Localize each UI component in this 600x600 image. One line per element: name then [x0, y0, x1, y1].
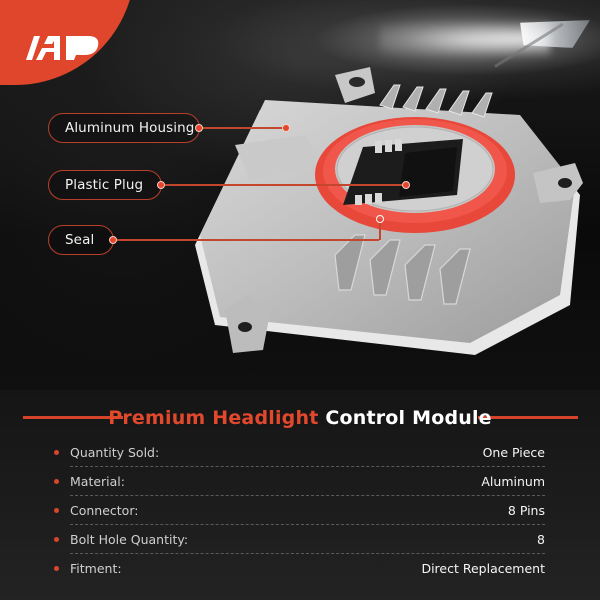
- callout-dot: [157, 181, 165, 189]
- spec-value: One Piece: [482, 444, 545, 460]
- title-accent: Premium Headlight: [108, 407, 319, 429]
- brand-logo-icon: [26, 36, 99, 60]
- bullet-icon: [54, 450, 59, 455]
- section-title: Premium Headlight Control Module: [0, 400, 600, 436]
- callout-target-dot: [402, 181, 410, 189]
- leader-line: [117, 239, 379, 241]
- callout-label: Plastic Plug: [65, 177, 144, 193]
- spec-list: Quantity Sold: One Piece Material: Alumi…: [54, 438, 545, 583]
- spec-row-fitment: Fitment: Direct Replacement: [54, 554, 545, 583]
- spec-row-connector: Connector: 8 Pins: [54, 496, 545, 525]
- spec-label: Bolt Hole Quantity:: [70, 531, 189, 547]
- spec-row-material: Material: Aluminum: [54, 467, 545, 496]
- spec-label: Fitment:: [70, 561, 122, 576]
- spec-value: 8: [537, 531, 545, 547]
- control-module-image: [195, 67, 583, 355]
- callout-plastic-plug: Plastic Plug: [48, 170, 162, 200]
- spec-label: Connector:: [70, 502, 139, 518]
- callout-dot: [109, 236, 117, 244]
- callout-target-dot: [376, 215, 384, 223]
- callout-seal: Seal: [48, 225, 114, 255]
- title-divider-right: [478, 416, 578, 419]
- callout-label: Aluminum Housing: [65, 120, 195, 136]
- callout-dot: [195, 124, 203, 132]
- title-rest: Control Module: [325, 407, 492, 429]
- spec-row-bolt-hole-quantity: Bolt Hole Quantity: 8: [54, 525, 545, 554]
- bullet-icon: [54, 508, 59, 513]
- spec-value: Direct Replacement: [421, 561, 545, 576]
- leader-line: [379, 222, 381, 240]
- spec-value: 8 Pins: [507, 502, 545, 518]
- spec-label: Quantity Sold:: [70, 444, 160, 460]
- leader-line: [165, 184, 405, 186]
- bullet-icon: [54, 479, 59, 484]
- callout-label: Seal: [65, 232, 95, 248]
- leader-line: [203, 127, 285, 129]
- bullet-icon: [54, 537, 59, 542]
- bullet-icon: [54, 566, 59, 571]
- title-divider-left: [23, 416, 123, 419]
- callout-target-dot: [282, 124, 290, 132]
- spec-label: Material:: [70, 473, 125, 489]
- callout-aluminum-housing: Aluminum Housing: [48, 113, 200, 143]
- spec-row-quantity-sold: Quantity Sold: One Piece: [54, 438, 545, 467]
- spec-value: Aluminum: [481, 473, 545, 489]
- product-hero: Aluminum Housing Plastic Plug Seal: [0, 0, 600, 390]
